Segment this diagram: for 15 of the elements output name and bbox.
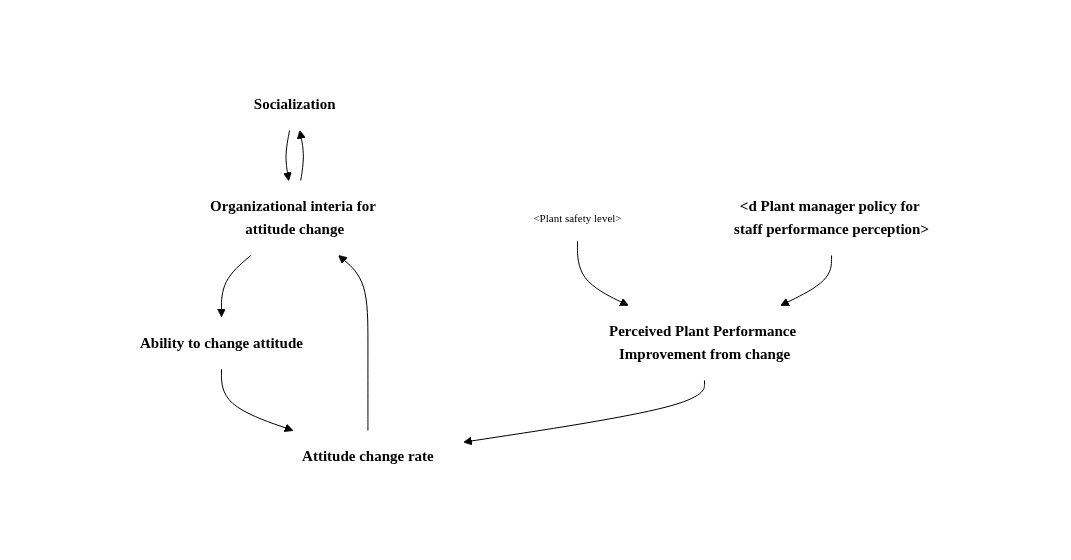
node-text: Socialization: [253, 95, 336, 112]
node-text: <d Plant manager policy for staff performance perception>: [733, 198, 929, 237]
node-text: Attitude change rate: [301, 447, 434, 464]
arrow: [780, 254, 832, 306]
arrow: [296, 129, 306, 181]
arrow: [216, 254, 251, 317]
node-text: <Plant safety level>: [533, 211, 622, 224]
arrow: [220, 368, 294, 432]
node-text: Perceived Plant Performance Improvement from change: [608, 322, 796, 362]
arrow: [463, 379, 705, 445]
arrow: [337, 254, 369, 431]
arrow: [576, 240, 629, 306]
node-text: Ability to change attitude: [139, 334, 303, 351]
node-text: Organizational interia for attitude change: [209, 198, 376, 237]
arrow: [282, 129, 292, 181]
